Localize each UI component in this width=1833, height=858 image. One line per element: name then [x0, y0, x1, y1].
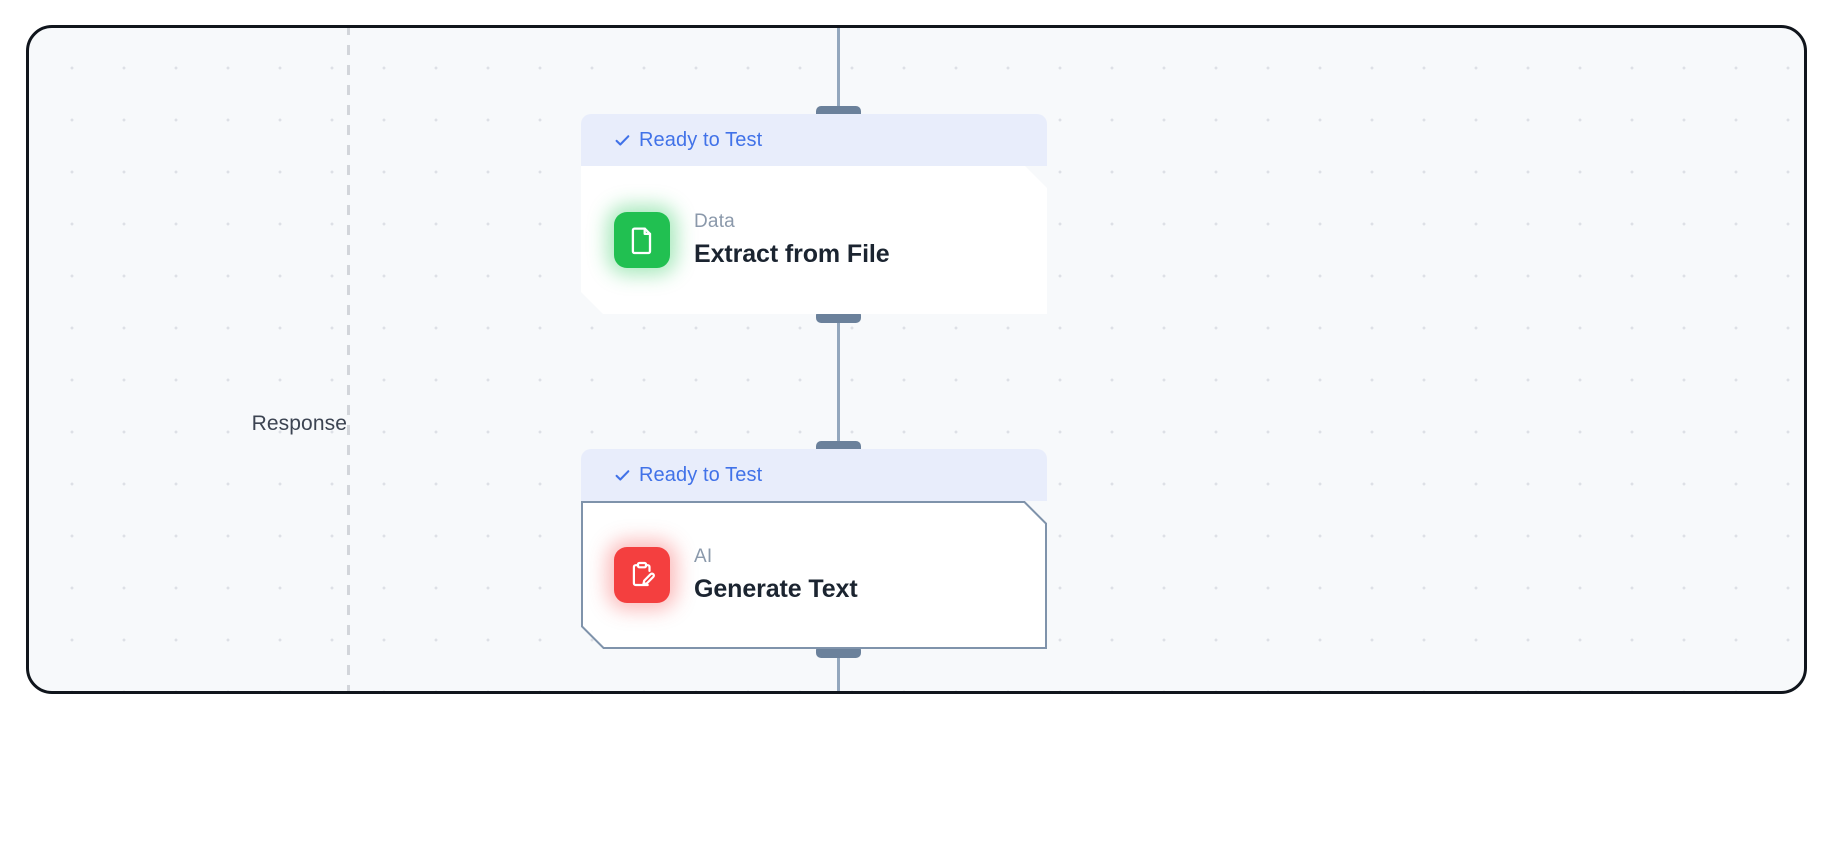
- node-category-extract: Data: [694, 211, 735, 232]
- file-document-icon: [614, 212, 670, 268]
- lane-divider: [347, 28, 350, 691]
- node-header-generate: Ready to Test: [581, 449, 1047, 501]
- node-extract-from-file[interactable]: Ready to Test Data Extract from File: [581, 114, 1047, 314]
- edge-generate-to-canvas-bottom: [837, 656, 840, 691]
- edge-canvas-top-to-extract: [837, 28, 840, 113]
- node-generate-text[interactable]: Ready to Test AI Generate Text: [581, 449, 1047, 649]
- lane-label-response: Response: [251, 412, 347, 435]
- check-icon: [614, 132, 631, 149]
- node-header-extract: Ready to Test: [581, 114, 1047, 166]
- edge-extract-to-generate: [837, 320, 840, 448]
- node-text-generate: AI Generate Text: [694, 546, 858, 604]
- node-status-extract: Ready to Test: [639, 128, 763, 151]
- clipboard-pencil-icon: [614, 547, 670, 603]
- node-title-generate: Generate Text: [694, 575, 858, 603]
- node-body-extract[interactable]: Data Extract from File: [581, 166, 1047, 314]
- node-category-generate: AI: [694, 546, 713, 567]
- check-icon: [614, 467, 631, 484]
- node-text-extract: Data Extract from File: [694, 211, 890, 269]
- workflow-canvas[interactable]: Response Ready to Test: [26, 25, 1807, 694]
- node-status-generate: Ready to Test: [639, 463, 763, 486]
- node-body-generate[interactable]: AI Generate Text: [581, 501, 1047, 649]
- node-title-extract: Extract from File: [694, 240, 890, 268]
